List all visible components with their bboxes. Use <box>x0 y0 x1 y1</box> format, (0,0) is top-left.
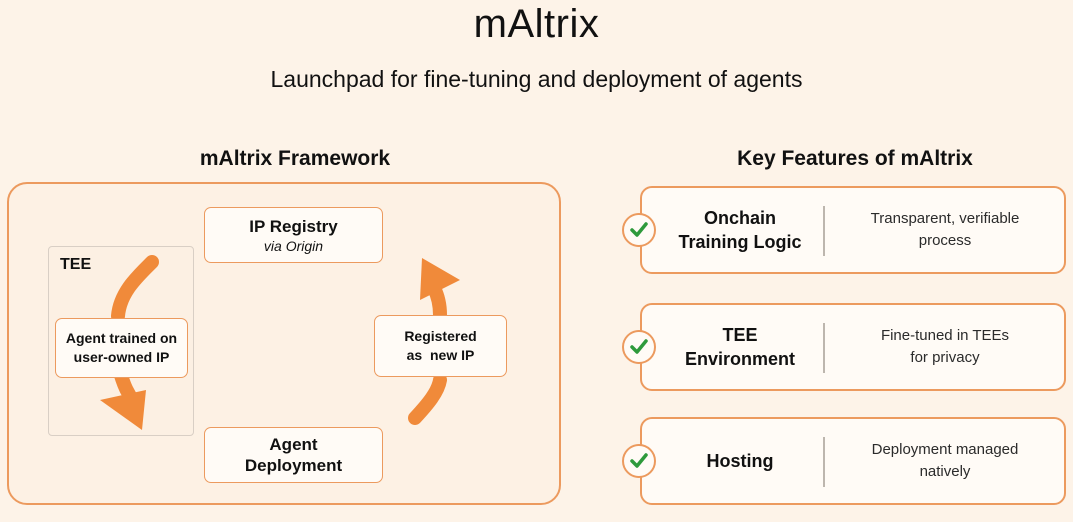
feature-divider <box>823 437 825 487</box>
feature-title-line2: Training Logic <box>678 232 802 252</box>
feature-title: Hosting <box>662 419 818 503</box>
framework-title: mAltrix Framework <box>199 147 391 170</box>
ip-registry-node: IP Registry via Origin <box>204 207 383 263</box>
agent-deployment-line1: Agent <box>269 435 318 454</box>
feature-title-line1: Hosting <box>706 451 774 471</box>
feature-desc-line2: for privacy <box>910 349 980 366</box>
agent-trained-node: Agent trained on user-owned IP <box>55 318 188 378</box>
feature-desc-line1: Deployment managed <box>871 441 1019 458</box>
feature-title: TEE Environment <box>662 305 818 389</box>
feature-description: Deployment managed natively <box>830 419 1060 503</box>
feature-title-line2: Environment <box>684 349 795 369</box>
check-icon <box>630 339 648 354</box>
feature-desc-line2: process <box>918 232 972 249</box>
registered-line1: Registered <box>404 328 477 344</box>
agent-deployment-line2: Deployment <box>244 456 343 475</box>
ip-registry-label: IP Registry <box>249 216 338 236</box>
feature-desc-line1: Fine-tuned in TEEs <box>880 327 1010 344</box>
features-title: Key Features of mAltrix <box>737 147 973 170</box>
feature-divider <box>823 323 825 373</box>
check-badge <box>622 213 656 247</box>
feature-description: Transparent, verifiable process <box>830 188 1060 272</box>
agent-trained-line1: Agent trained on <box>65 330 178 346</box>
registered-node: Registered as new IP <box>374 315 507 377</box>
feature-card-tee: TEE Environment Fine-tuned in TEEs for pri… <box>640 303 1066 391</box>
feature-divider <box>823 206 825 256</box>
feature-title-line1: TEE <box>722 325 758 345</box>
ip-registry-sublabel: via Origin <box>263 237 324 254</box>
check-icon <box>630 222 648 237</box>
feature-desc-line2: natively <box>919 463 971 480</box>
feature-desc-line1: Transparent, verifiable <box>870 210 1020 227</box>
page-subtitle: Launchpad for fine-tuning and deployment… <box>270 66 803 92</box>
feature-title-line1: Onchain <box>703 208 776 228</box>
check-badge <box>622 444 656 478</box>
feature-description: Fine-tuned in TEEs for privacy <box>830 305 1060 389</box>
check-icon <box>630 453 648 468</box>
check-badge <box>622 330 656 364</box>
page-title: mAltrix <box>473 2 600 46</box>
agent-trained-line2: user-owned IP <box>73 349 170 365</box>
agent-deployment-node: Agent Deployment <box>204 427 383 483</box>
registered-line2: as new IP <box>406 347 475 363</box>
tee-label: TEE <box>60 256 92 273</box>
feature-card-hosting: Hosting Deployment managed natively <box>640 417 1066 505</box>
